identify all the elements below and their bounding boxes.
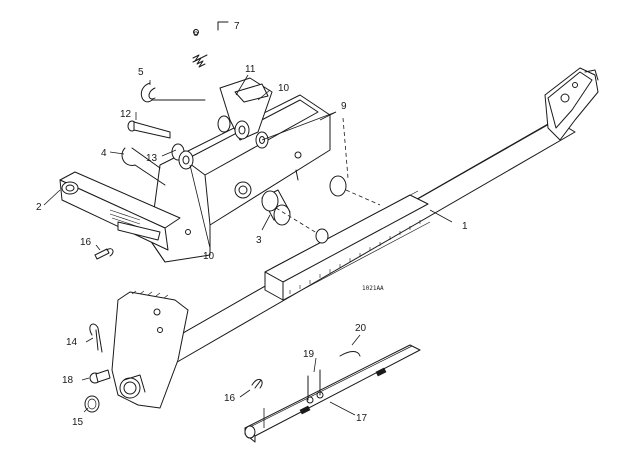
- callout-20: 20: [355, 323, 367, 334]
- callout-labels: 1 2 3 4 5 6 7 9 10 10 11 12 13 14 15 16 …: [36, 21, 468, 428]
- u-bolt: [121, 147, 166, 186]
- mounting-bracket: [59, 77, 331, 263]
- clip-pin-14: [89, 323, 103, 353]
- slide-channel: [264, 190, 431, 301]
- callout-5: 5: [138, 67, 144, 78]
- bushing-end: [315, 228, 329, 244]
- callout-18: 18: [62, 375, 74, 386]
- bolt: [127, 120, 171, 139]
- callout-19: 19: [303, 349, 315, 360]
- bushing-9: [329, 175, 347, 197]
- callout-3: 3: [256, 235, 262, 246]
- lower-bar: [244, 344, 421, 443]
- main-arm: [111, 67, 599, 409]
- callout-16b: 16: [224, 393, 236, 404]
- washer-15: [84, 395, 100, 413]
- callout-7: 7: [234, 21, 240, 32]
- callout-4: 4: [101, 148, 107, 159]
- clip-pin-16b: [251, 378, 263, 389]
- callout-2: 2: [36, 202, 42, 213]
- callout-1: 1: [462, 221, 468, 232]
- callout-14: 14: [66, 337, 78, 348]
- callout-15: 15: [72, 417, 84, 428]
- pin-mark: [217, 21, 229, 31]
- j-hook: [140, 82, 206, 103]
- spring: [192, 29, 208, 68]
- washers: [217, 115, 269, 149]
- clip-pin-16a: [94, 248, 110, 260]
- callout-16a: 16: [80, 237, 92, 248]
- callout-13: 13: [146, 153, 158, 164]
- leader-lines: [43, 74, 453, 428]
- callout-11: 11: [245, 64, 256, 75]
- callout-9: 9: [341, 101, 347, 112]
- bushing-3: [261, 189, 291, 226]
- callout-6: 6: [193, 28, 199, 39]
- grease-fitting: [89, 369, 111, 384]
- callout-10a: 10: [278, 83, 290, 94]
- callout-12: 12: [120, 109, 132, 120]
- callout-17: 17: [356, 413, 368, 424]
- drawing-code: 1021AA: [362, 285, 384, 292]
- callout-10b: 10: [203, 251, 215, 262]
